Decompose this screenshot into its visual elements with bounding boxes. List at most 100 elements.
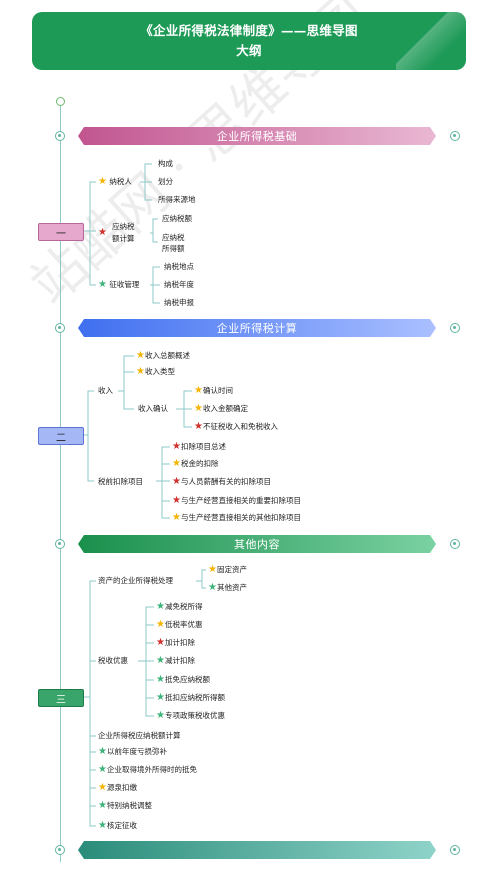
section3-code: 三	[38, 689, 84, 707]
section2-right-node[interactable]	[450, 323, 460, 333]
s1-item-calc-l2: 额计算	[112, 234, 135, 243]
s1-leaf: 构成	[158, 159, 173, 168]
s2-confirm-child: ★不征税收入和免税收入	[194, 422, 278, 432]
label: 抵免应纳税额	[164, 675, 210, 684]
star-green-icon: ★	[98, 279, 107, 290]
title-line-1: 《企业所得税法律制度》——思维导图	[140, 23, 358, 38]
s2-income-child: ★收入总额概述	[136, 351, 190, 361]
star-red-icon: ★	[172, 476, 181, 487]
s2-deduct-child: ★与生产经营直接相关的重要扣除项目	[172, 496, 301, 506]
star-green-icon: ★	[98, 800, 107, 811]
s3-other: 企业所得税应纳税额计算	[98, 731, 181, 740]
s3-assets: 资产的企业所得税处理	[98, 576, 173, 585]
star-yellow-icon: ★	[136, 366, 145, 377]
s3-other: ★特别纳税调整	[98, 801, 152, 811]
section3-heading: 其他内容	[78, 535, 436, 553]
label: 与人员薪酬有关的扣除项目	[180, 477, 271, 486]
label: 收入金额确定	[202, 404, 248, 413]
s2-income: 收入	[98, 386, 113, 395]
section1-code: 一	[38, 223, 84, 241]
label: 固定资产	[216, 565, 247, 574]
s3-pref-child: ★减免税所得	[156, 602, 202, 612]
label: 加计扣除	[164, 638, 195, 647]
s2-income-child: ★收入类型	[136, 367, 175, 377]
section1-heading: 企业所得税基础	[78, 127, 436, 145]
s3-other: ★核定征收	[98, 821, 137, 831]
spine-top-node	[56, 97, 65, 106]
star-yellow-icon: ★	[172, 458, 181, 469]
star-red-icon: ★	[156, 637, 165, 648]
label: 扣除项目总述	[180, 442, 226, 451]
star-red-icon: ★	[98, 227, 107, 238]
star-green-icon: ★	[156, 692, 165, 703]
footer-left-node[interactable]	[55, 845, 65, 855]
star-yellow-icon: ★	[136, 350, 145, 361]
star-red-icon: ★	[194, 421, 203, 432]
section2-left-node[interactable]	[55, 323, 65, 333]
star-yellow-icon: ★	[172, 512, 181, 523]
s2-deduct-child: ★税金的扣除	[172, 459, 218, 469]
s1-item-calc-l1: 应纳税	[112, 222, 135, 231]
s3-asset-child: ★其他资产	[208, 583, 247, 593]
star-yellow-icon: ★	[194, 385, 203, 396]
star-green-icon: ★	[156, 674, 165, 685]
main-spine	[60, 100, 61, 862]
s3-pref-child: ★低税率优惠	[156, 620, 202, 630]
s1-leaf: 划分	[158, 177, 173, 186]
label: 收入总额概述	[144, 351, 190, 360]
section2-code: 二	[38, 427, 84, 445]
s1-item-taxpayer: ★ 纳税人	[98, 177, 132, 187]
s3-pref-child: ★加计扣除	[156, 638, 195, 648]
label: 企业取得境外所得时的抵免	[106, 765, 197, 774]
star-red-icon: ★	[172, 441, 181, 452]
star-green-icon: ★	[156, 710, 165, 721]
s2-deduct-child: ★与人员薪酬有关的扣除项目	[172, 477, 271, 487]
title-line-2: 大纲	[236, 43, 262, 58]
section3-left-node[interactable]	[55, 539, 65, 549]
star-yellow-icon: ★	[98, 176, 107, 187]
star-green-icon: ★	[156, 601, 165, 612]
star-yellow-icon: ★	[156, 619, 165, 630]
s3-pref-child: ★抵扣应纳税所得额	[156, 693, 225, 703]
label: 低税率优惠	[164, 620, 203, 629]
s1-leaf: 纳税地点	[164, 262, 194, 271]
s3-pref: 税收优惠	[98, 656, 128, 665]
label: 纳税人	[109, 177, 132, 186]
s3-other: ★源泉扣缴	[98, 783, 137, 793]
section2-heading: 企业所得税计算	[78, 319, 436, 337]
section1-left-node[interactable]	[55, 131, 65, 141]
label: 特别纳税调整	[106, 801, 152, 810]
star-yellow-icon: ★	[208, 564, 217, 575]
label: 税金的扣除	[180, 459, 219, 468]
s3-pref-child: ★专项政策税收优惠	[156, 711, 225, 721]
footer-bar	[78, 841, 436, 859]
s1-leaf: 纳税年度	[164, 280, 194, 289]
star-yellow-icon: ★	[194, 403, 203, 414]
s3-other: ★以前年度亏损弥补	[98, 747, 167, 757]
title-banner: 《企业所得税法律制度》——思维导图 大纲	[32, 12, 466, 70]
s1-item-admin: ★ 征收管理	[98, 280, 139, 290]
s1-leaf-l2: 所得额	[162, 244, 185, 253]
s3-pref-child: ★减计扣除	[156, 656, 195, 666]
s3-other: ★企业取得境外所得时的抵免	[98, 765, 197, 775]
s3-asset-child: ★固定资产	[208, 565, 247, 575]
label: 源泉扣缴	[106, 783, 137, 792]
s2-deduct-child: ★与生产经营直接相关的其他扣除项目	[172, 513, 301, 523]
s2-income-confirm: 收入确认	[138, 404, 168, 413]
section3-right-node[interactable]	[450, 539, 460, 549]
star-yellow-icon: ★	[98, 782, 107, 793]
s3-pref-child: ★抵免应纳税额	[156, 675, 210, 685]
s2-confirm-child: ★确认时间	[194, 386, 233, 396]
label: 以前年度亏损弥补	[106, 747, 167, 756]
s2-deduct-child: ★扣除项目总述	[172, 442, 226, 452]
s1-leaf: 应纳税额	[162, 214, 192, 223]
label: 收入类型	[144, 367, 175, 376]
section1-right-node[interactable]	[450, 131, 460, 141]
label: 不征税收入和免税收入	[202, 422, 278, 431]
s1-leaf: 所得来源地	[158, 195, 196, 204]
footer-right-node[interactable]	[450, 845, 460, 855]
s2-deduct: 税前扣除项目	[98, 477, 143, 486]
label: 与生产经营直接相关的重要扣除项目	[180, 496, 301, 505]
star-green-icon: ★	[156, 655, 165, 666]
